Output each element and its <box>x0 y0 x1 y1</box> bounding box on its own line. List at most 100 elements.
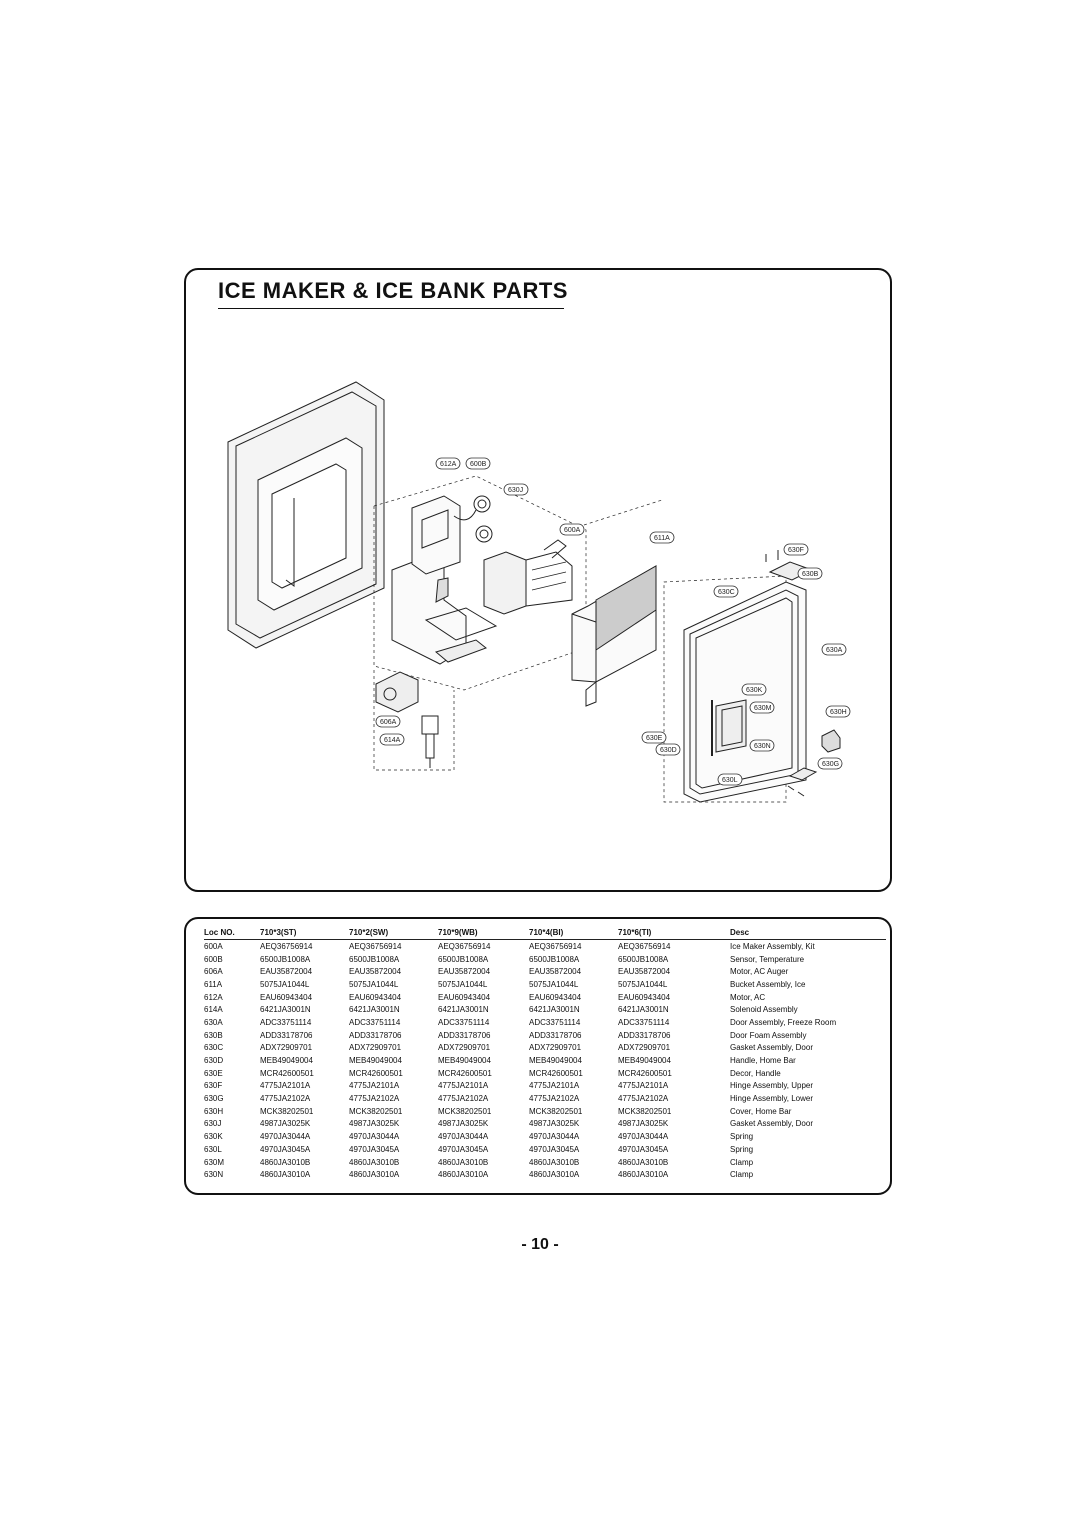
table-cell: EAU60943404 <box>618 992 671 1002</box>
header-710-2-sw: 710*2(SW) <box>349 925 438 940</box>
exploded-parts-diagram: 612A 600B 630J 600A 611A 630F 630B 630C … <box>227 381 851 803</box>
table-cell: 4987JA3025K <box>618 1119 669 1129</box>
table-cell: 4860JA3010A <box>349 1170 400 1180</box>
table-cell: Motor, AC Auger <box>730 967 789 977</box>
header-710-6-ti: 710*6(TI) <box>618 925 730 940</box>
table-cell: 4775JA2102A <box>529 1094 580 1104</box>
table-cell: Sensor, Temperature <box>730 954 805 964</box>
table-cell: 4970JA3044A <box>529 1132 580 1142</box>
svg-text:630K: 630K <box>746 687 763 694</box>
table-cell: EAU60943404 <box>260 992 313 1002</box>
table-cell: AEQ36756914 <box>349 941 402 951</box>
callout-612A: 612A <box>435 457 461 470</box>
callout-630B: 630B <box>797 567 823 580</box>
table-cell: EAU35872004 <box>349 967 402 977</box>
svg-text:630J: 630J <box>508 487 523 494</box>
table-cell: 6421JA3001N <box>438 1005 489 1015</box>
table-cell: 4970JA3044A <box>438 1132 489 1142</box>
table-cell: 4775JA2102A <box>260 1094 311 1104</box>
table-cell: MEB49049004 <box>529 1056 582 1066</box>
table-cell: Hinge Assembly, Lower <box>730 1094 813 1104</box>
callout-630D: 630D <box>655 743 681 756</box>
table-cell: 6500JB1008A <box>260 954 311 964</box>
page-number: - 10 - <box>521 1236 559 1253</box>
table-cell: 6421JA3001N <box>618 1005 669 1015</box>
table-cell: EAU60943404 <box>438 992 491 1002</box>
callout-630J: 630J <box>503 483 529 496</box>
table-cell: 6421JA3001N <box>349 1005 400 1015</box>
svg-text:630H: 630H <box>830 709 847 716</box>
table-cell: 630K <box>204 1132 223 1142</box>
svg-text:630E: 630E <box>646 735 663 742</box>
table-cell: Handle, Home Bar <box>730 1056 796 1066</box>
table-cell: MEB49049004 <box>349 1056 402 1066</box>
table-cell: ADD33178706 <box>438 1030 491 1040</box>
table-cell: Clamp <box>730 1157 754 1167</box>
svg-text:630C: 630C <box>718 589 735 596</box>
table-cell: 630L <box>204 1144 222 1154</box>
ice-bucket-drawing <box>571 565 657 707</box>
table-cell: 4970JA3044A <box>260 1132 311 1142</box>
header-710-9-wb: 710*9(WB) <box>438 925 529 940</box>
table-cell: Gasket Assembly, Door <box>730 1119 813 1129</box>
table-cell: Cover, Home Bar <box>730 1106 792 1116</box>
callout-630A: 630A <box>821 643 847 656</box>
table-cell: EAU60943404 <box>349 992 402 1002</box>
table-cell: 630G <box>204 1094 224 1104</box>
table-cell: MCR42600501 <box>260 1068 314 1078</box>
table-row: 630K 4970JA3044A 4970JA3044A 4970JA3044A 497… <box>204 1130 886 1143</box>
table-cell: 4860JA3010B <box>438 1157 489 1167</box>
header-710-4-bi: 710*4(BI) <box>529 925 618 940</box>
table-cell: AEQ36756914 <box>529 941 582 951</box>
table-cell: 630C <box>204 1043 224 1053</box>
svg-text:630M: 630M <box>754 705 772 712</box>
table-cell: Solenoid Assembly <box>730 1005 798 1015</box>
table-cell: 630A <box>204 1017 223 1027</box>
table-cell: 6421JA3001N <box>260 1005 311 1015</box>
table-cell: Bucket Assembly, Ice <box>730 979 806 989</box>
table-cell: 600A <box>204 941 223 951</box>
table-cell: 611A <box>204 979 223 989</box>
table-cell: ADX72909701 <box>349 1043 402 1053</box>
table-cell: Decor, Handle <box>730 1068 781 1078</box>
svg-text:611A: 611A <box>654 535 670 542</box>
table-cell: 5075JA1044L <box>349 979 399 989</box>
table-cell: ADD33178706 <box>260 1030 313 1040</box>
callout-630F: 630F <box>783 543 809 556</box>
table-cell: EAU35872004 <box>260 967 313 977</box>
callout-600B: 600B <box>465 457 491 470</box>
table-cell: 4987JA3025K <box>260 1119 311 1129</box>
table-cell: MCK38202501 <box>529 1106 583 1116</box>
table-cell: ADX72909701 <box>529 1043 582 1053</box>
table-cell: 4860JA3010B <box>529 1157 580 1167</box>
table-cell: Spring <box>730 1132 754 1142</box>
table-cell: MCK38202501 <box>438 1106 492 1116</box>
table-cell: MCK38202501 <box>260 1106 314 1116</box>
table-cell: Clamp <box>730 1170 754 1180</box>
table-cell: 4775JA2101A <box>438 1081 489 1091</box>
svg-text:606A: 606A <box>380 719 397 726</box>
table-cell: Hinge Assembly, Upper <box>730 1081 813 1091</box>
svg-text:630G: 630G <box>822 761 839 768</box>
callout-614A: 614A <box>379 733 405 746</box>
callout-600A: 600A <box>559 523 585 536</box>
table-cell: MCK38202501 <box>618 1106 672 1116</box>
table-cell: AEQ36756914 <box>438 941 491 951</box>
ice-maker-unit-drawing <box>483 539 573 615</box>
table-cell: 630M <box>204 1157 225 1167</box>
table-cell: 4775JA2101A <box>618 1081 669 1091</box>
table-cell: MCR42600501 <box>618 1068 672 1078</box>
table-cell: ADX72909701 <box>260 1043 313 1053</box>
table-cell: 5075JA1044L <box>618 979 668 989</box>
table-cell: 4970JA3044A <box>349 1132 400 1142</box>
